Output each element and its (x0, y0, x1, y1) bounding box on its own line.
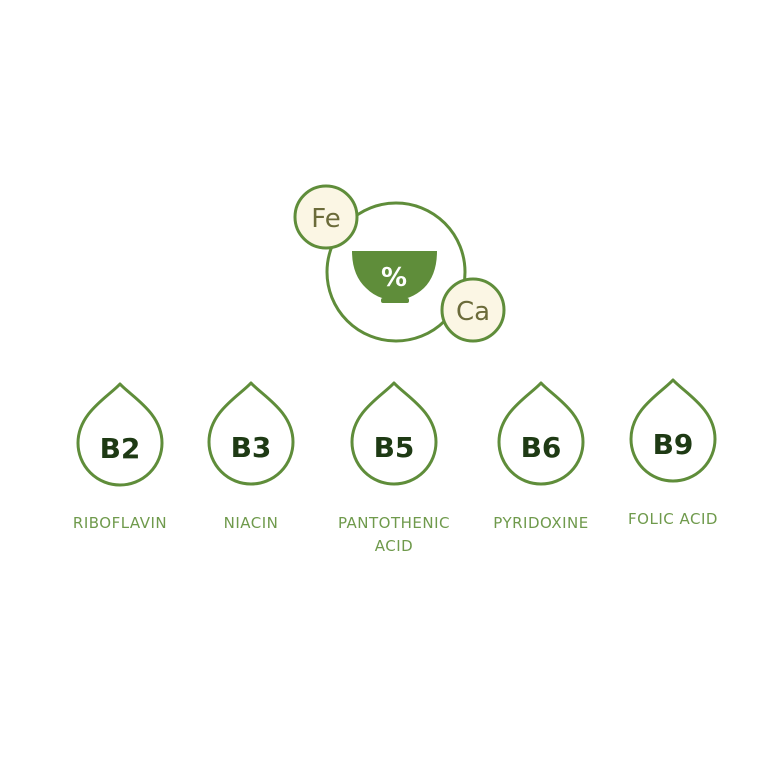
drop-outline (497, 381, 585, 486)
vitamin-code: B5 (374, 431, 415, 464)
drop-icon: B5 (350, 381, 438, 486)
vitamin-name-pantothenic-acid: PANTOTHENIC ACID (337, 514, 451, 555)
drop-icon: B9 (629, 378, 717, 483)
vitamin-name-folic-acid: FOLIC ACID (628, 510, 718, 528)
vitamin-drops: B2 B3 B5 B6 B9 (76, 378, 717, 487)
vitamin-code: B6 (521, 431, 562, 464)
vitamin-code: B9 (653, 428, 694, 461)
drop-outline (76, 382, 164, 487)
vitamin-name-pyridoxine: PYRIDOXINE (493, 514, 589, 532)
bowl-percent-symbol: % (381, 263, 407, 293)
vitamin-name-riboflavin: RIBOFLAVIN (72, 514, 168, 532)
vitamin-code: B3 (231, 431, 272, 464)
iron-symbol: Fe (311, 204, 341, 234)
drop-outline (207, 381, 295, 486)
bowl-foot (381, 298, 409, 303)
mineral-cluster: % Fe Ca (293, 184, 506, 343)
vitamin-name-niacin: NIACIN (223, 514, 279, 532)
iron-badge-circle (293, 184, 359, 250)
drop-outline (350, 381, 438, 486)
calcium-symbol: Ca (456, 297, 490, 327)
bowl-shape (352, 251, 437, 300)
calcium-badge-circle (440, 277, 506, 343)
bowl-icon (352, 251, 437, 303)
vitamin-code: B2 (100, 432, 141, 465)
drop-icon: B6 (497, 381, 585, 486)
drop-icon: B3 (207, 381, 295, 486)
drop-outline (629, 378, 717, 483)
drop-icon: B2 (76, 382, 164, 487)
